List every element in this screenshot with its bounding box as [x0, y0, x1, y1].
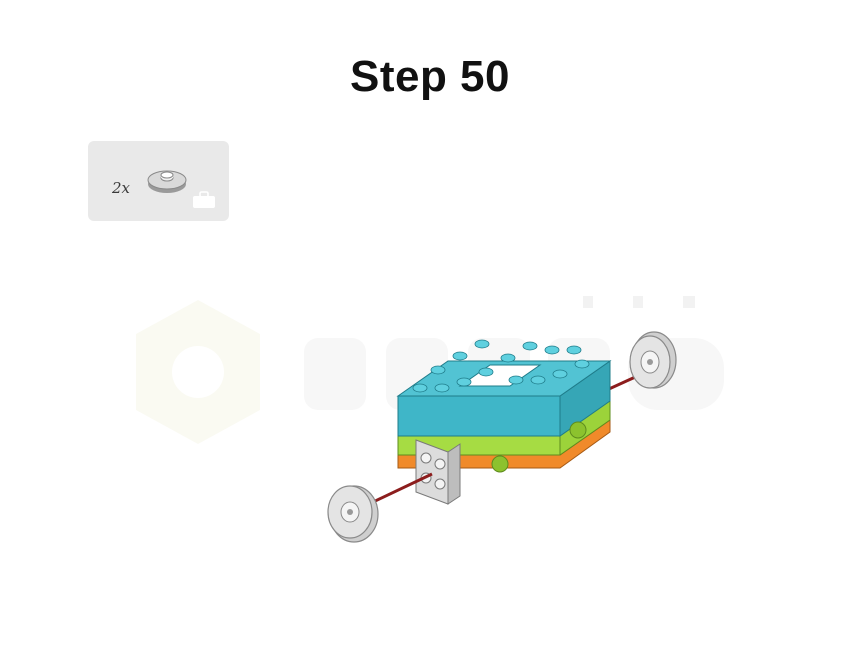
- left-round-plate: [327, 485, 379, 543]
- hexagon-logo-icon: [136, 300, 260, 444]
- case-icon: [193, 191, 215, 208]
- teal-brick-front: [397, 395, 561, 437]
- gray-bracket: [415, 439, 461, 505]
- step-title: Step 50: [349, 52, 510, 101]
- parts-callout: 2x: [88, 141, 229, 221]
- part-quantity: 2x: [112, 179, 131, 197]
- brick-model-illustration: [327, 331, 677, 543]
- studs: [412, 339, 590, 393]
- right-round-plate: [629, 331, 677, 389]
- round-plate-icon: [147, 170, 187, 193]
